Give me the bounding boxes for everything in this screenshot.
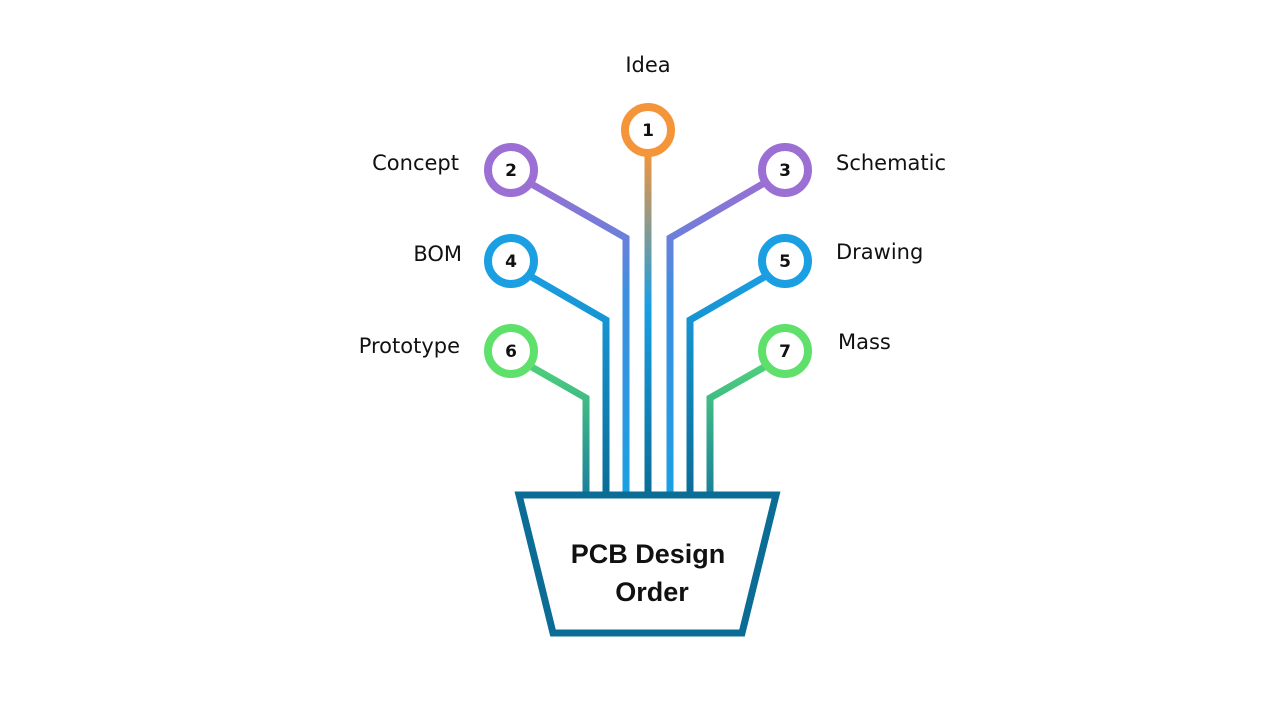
step-circle-3 — [758, 143, 812, 197]
step-number-4: 4 — [505, 252, 517, 272]
step-label-6: Prototype — [359, 334, 460, 358]
step-circle-4 — [484, 234, 538, 288]
step-label-7: Mass — [838, 330, 891, 354]
pot-shape — [514, 491, 781, 637]
step-label-2: Concept — [372, 151, 459, 175]
step-circle-5 — [758, 234, 812, 288]
step-number-3: 3 — [779, 161, 791, 181]
step-node-3: 3 Schematic — [758, 143, 946, 197]
step-node-7: 7 Mass — [758, 324, 891, 378]
pot-title-line-2: Order — [615, 577, 689, 607]
step-circle-7 — [758, 324, 812, 378]
step-number-2: 2 — [505, 161, 517, 181]
connector-line-2 — [526, 178, 630, 496]
step-circle-2 — [484, 143, 538, 197]
step-number-6: 6 — [505, 342, 517, 362]
connector-line-5 — [686, 272, 768, 496]
connector-line-6 — [528, 362, 590, 496]
step-node-5: 5 Drawing — [758, 234, 923, 288]
connector-line-4 — [528, 272, 610, 496]
step-label-5: Drawing — [836, 240, 923, 264]
pot-title-line-1: PCB Design — [571, 539, 726, 569]
connector-line-7 — [706, 362, 768, 496]
step-nodes: 1 Idea 2 Concept 3 Schematic 4 BOM 5 Drawing 6 Prot… — [359, 53, 946, 378]
step-circle-6 — [484, 324, 538, 378]
step-node-4: 4 BOM — [413, 234, 538, 288]
step-number-1: 1 — [642, 121, 654, 141]
connector-line-3 — [666, 178, 768, 496]
step-node-6: 6 Prototype — [359, 324, 538, 378]
step-label-4: BOM — [413, 242, 462, 266]
step-node-2: 2 Concept — [372, 143, 538, 197]
step-node-1: 1 Idea — [621, 53, 675, 157]
step-label-1: Idea — [625, 53, 670, 77]
pot-container: PCB Design Order — [514, 491, 781, 637]
step-circle-1 — [621, 103, 675, 157]
connector-lines — [526, 152, 768, 496]
step-number-7: 7 — [779, 342, 791, 362]
step-number-5: 5 — [779, 252, 791, 272]
step-label-3: Schematic — [836, 151, 946, 175]
